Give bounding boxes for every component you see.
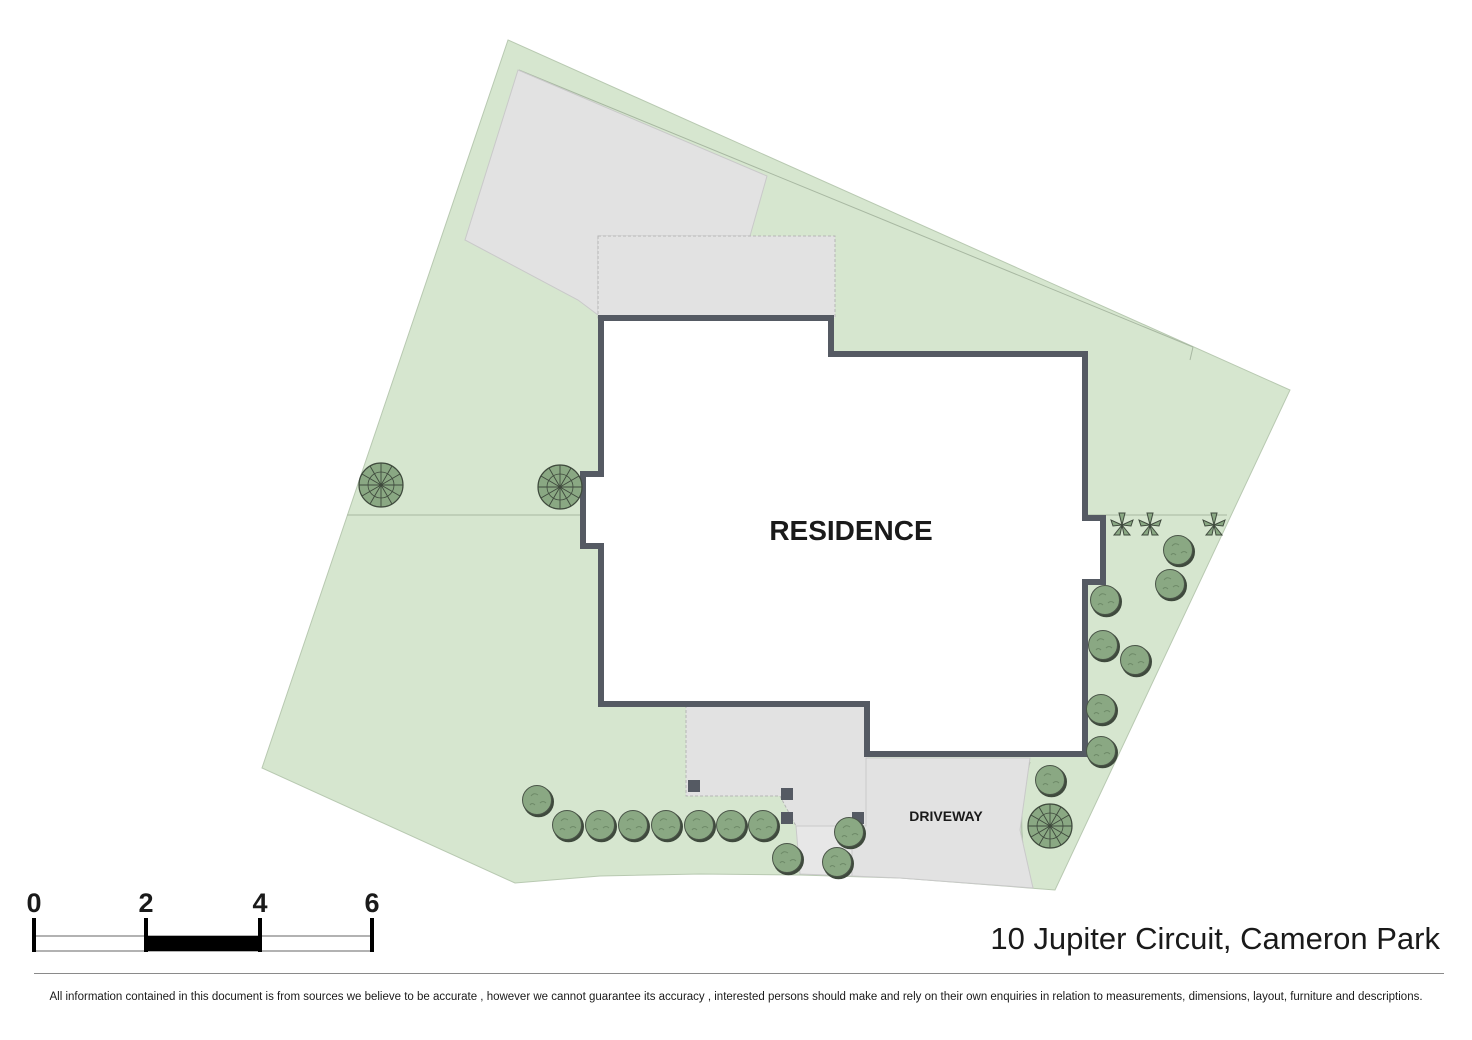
fence-line-east bbox=[1189, 346, 1194, 361]
scale-label-0: 0 bbox=[26, 888, 41, 918]
scale-tick-2 bbox=[144, 918, 148, 952]
covered-area bbox=[597, 235, 836, 319]
scale-tick-6 bbox=[370, 918, 374, 952]
driveway-label: DRIVEWAY bbox=[909, 808, 983, 824]
fence-post-icon bbox=[781, 788, 793, 800]
disclaimer-text: All information contained in this docume… bbox=[49, 991, 1423, 1003]
scale-tick-0 bbox=[32, 918, 36, 952]
scale-bar: 0 2 4 6 bbox=[26, 888, 380, 952]
property-address: 10 Jupiter Circuit, Cameron Park bbox=[990, 921, 1440, 956]
residence-building bbox=[580, 315, 1106, 757]
scale-bar-segment bbox=[146, 936, 260, 951]
fence-post-icon bbox=[688, 780, 700, 792]
residence-label: RESIDENCE bbox=[769, 515, 932, 546]
palm-tree-icon bbox=[1027, 803, 1073, 849]
scale-label-6: 6 bbox=[364, 888, 379, 918]
footer-divider bbox=[34, 973, 1444, 974]
palm-tree-icon bbox=[537, 464, 583, 510]
fence-line-north bbox=[518, 69, 1194, 348]
scale-label-2: 2 bbox=[138, 888, 153, 918]
fence-post-icon bbox=[781, 812, 793, 824]
scale-label-4: 4 bbox=[252, 888, 267, 918]
scale-tick-4 bbox=[258, 918, 262, 952]
palm-tree-icon bbox=[358, 462, 404, 508]
